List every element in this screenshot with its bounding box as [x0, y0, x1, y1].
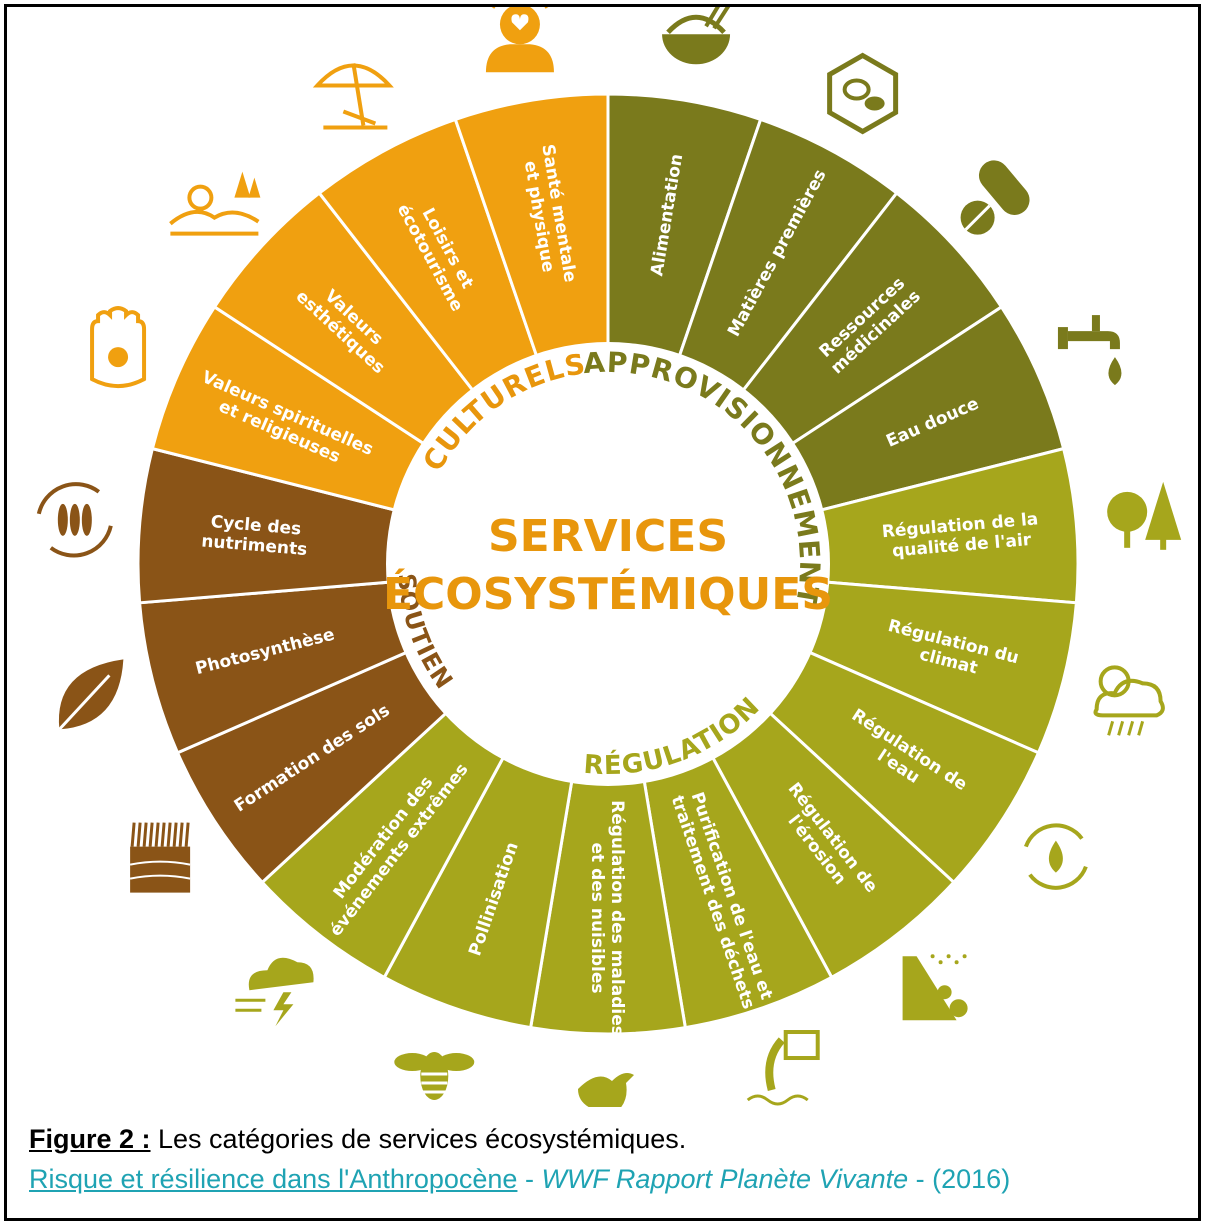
source-sep2: - [908, 1164, 933, 1194]
water-outflow-icon [746, 1030, 820, 1106]
soil-layers-icon [129, 822, 191, 893]
trees-icon [1107, 481, 1182, 550]
beach-umbrella-icon [312, 63, 394, 130]
source-sep1: - [517, 1164, 542, 1194]
water-cycle-icon [1024, 823, 1088, 890]
landscape-icon [169, 171, 261, 236]
hamsa-hand-icon [90, 306, 147, 389]
person-heart-icon [485, 7, 554, 73]
medicine-pills-icon [960, 160, 1030, 235]
segment-icons [36, 7, 1182, 1107]
caption-source: Risque et résilience dans l'Anthropocène… [29, 1159, 1189, 1199]
wheel-segments [136, 92, 1080, 1036]
landslide-icon [902, 954, 968, 1021]
caption-line1: Figure 2 : Les catégories de services éc… [29, 1119, 1189, 1159]
rice-bowl-icon [662, 7, 731, 65]
source-year: (2016) [932, 1164, 1011, 1194]
source-report: WWF Rapport Planète Vivante [541, 1164, 909, 1194]
storm-icon [235, 957, 314, 1027]
caption-label: Figure 2 : [29, 1124, 151, 1154]
center-title-line2: ÉCOSYSTÉMIQUES [383, 567, 833, 620]
bird-icon [578, 1073, 634, 1107]
caption-text: Les catégories de services écosystémique… [150, 1124, 687, 1154]
water-tap-icon [1057, 315, 1122, 386]
weather-cloud-sun-icon [1093, 665, 1165, 736]
wheat-cycle-icon [36, 482, 113, 558]
bee-icon [394, 1052, 475, 1101]
center-title-line1: SERVICES [488, 511, 728, 562]
source-link[interactable]: Risque et résilience dans l'Anthropocène [29, 1164, 518, 1194]
figure-caption: Figure 2 : Les catégories de services éc… [29, 1119, 1189, 1199]
segment-label-10: Régulation des maladieset des nuisibles [587, 800, 627, 1036]
raw-materials-hexagon-icon [827, 52, 899, 135]
center-disc [386, 342, 830, 786]
leaf-icon [58, 659, 124, 731]
